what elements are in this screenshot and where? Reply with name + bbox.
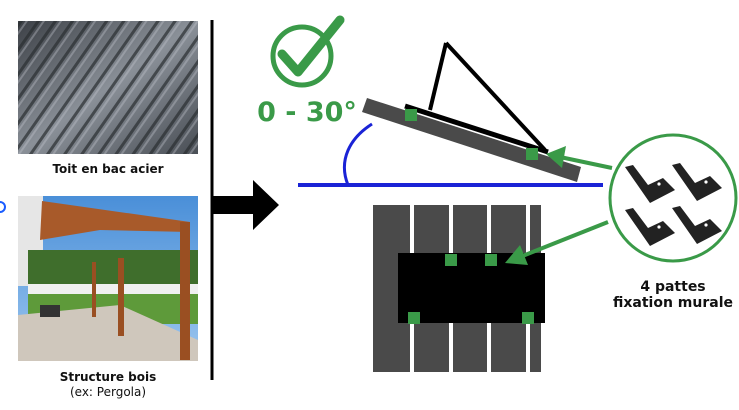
bracket-marker	[445, 254, 457, 266]
bracket-marker	[526, 148, 538, 160]
steel-roof-photo	[18, 21, 198, 154]
pergola-caption: Structure bois	[60, 370, 157, 384]
steel-roof-caption: Toit en bac acier	[52, 162, 163, 176]
pergola-photo	[18, 196, 198, 361]
angle-arc	[342, 122, 373, 186]
angle-label: 0 - 30°	[257, 97, 357, 128]
brackets-label-line2: fixation murale	[613, 295, 733, 311]
brackets-label-line1: 4 pattes	[640, 279, 705, 295]
right-arrow-icon	[213, 180, 279, 230]
bracket-marker	[408, 312, 420, 324]
bracket-marker	[405, 109, 417, 121]
corrugated-roof-sheet	[373, 205, 545, 372]
edge-marker-icon	[0, 201, 6, 213]
panel-top-view	[398, 253, 545, 323]
wall-brackets-icon	[608, 133, 738, 263]
check-circle-icon	[270, 15, 345, 88]
bracket-marker	[522, 312, 534, 324]
pointer-arrows	[505, 146, 613, 265]
pergola-subcaption: (ex: Pergola)	[70, 385, 146, 399]
bracket-marker	[485, 254, 497, 266]
tilted-solar-panel	[362, 41, 581, 182]
